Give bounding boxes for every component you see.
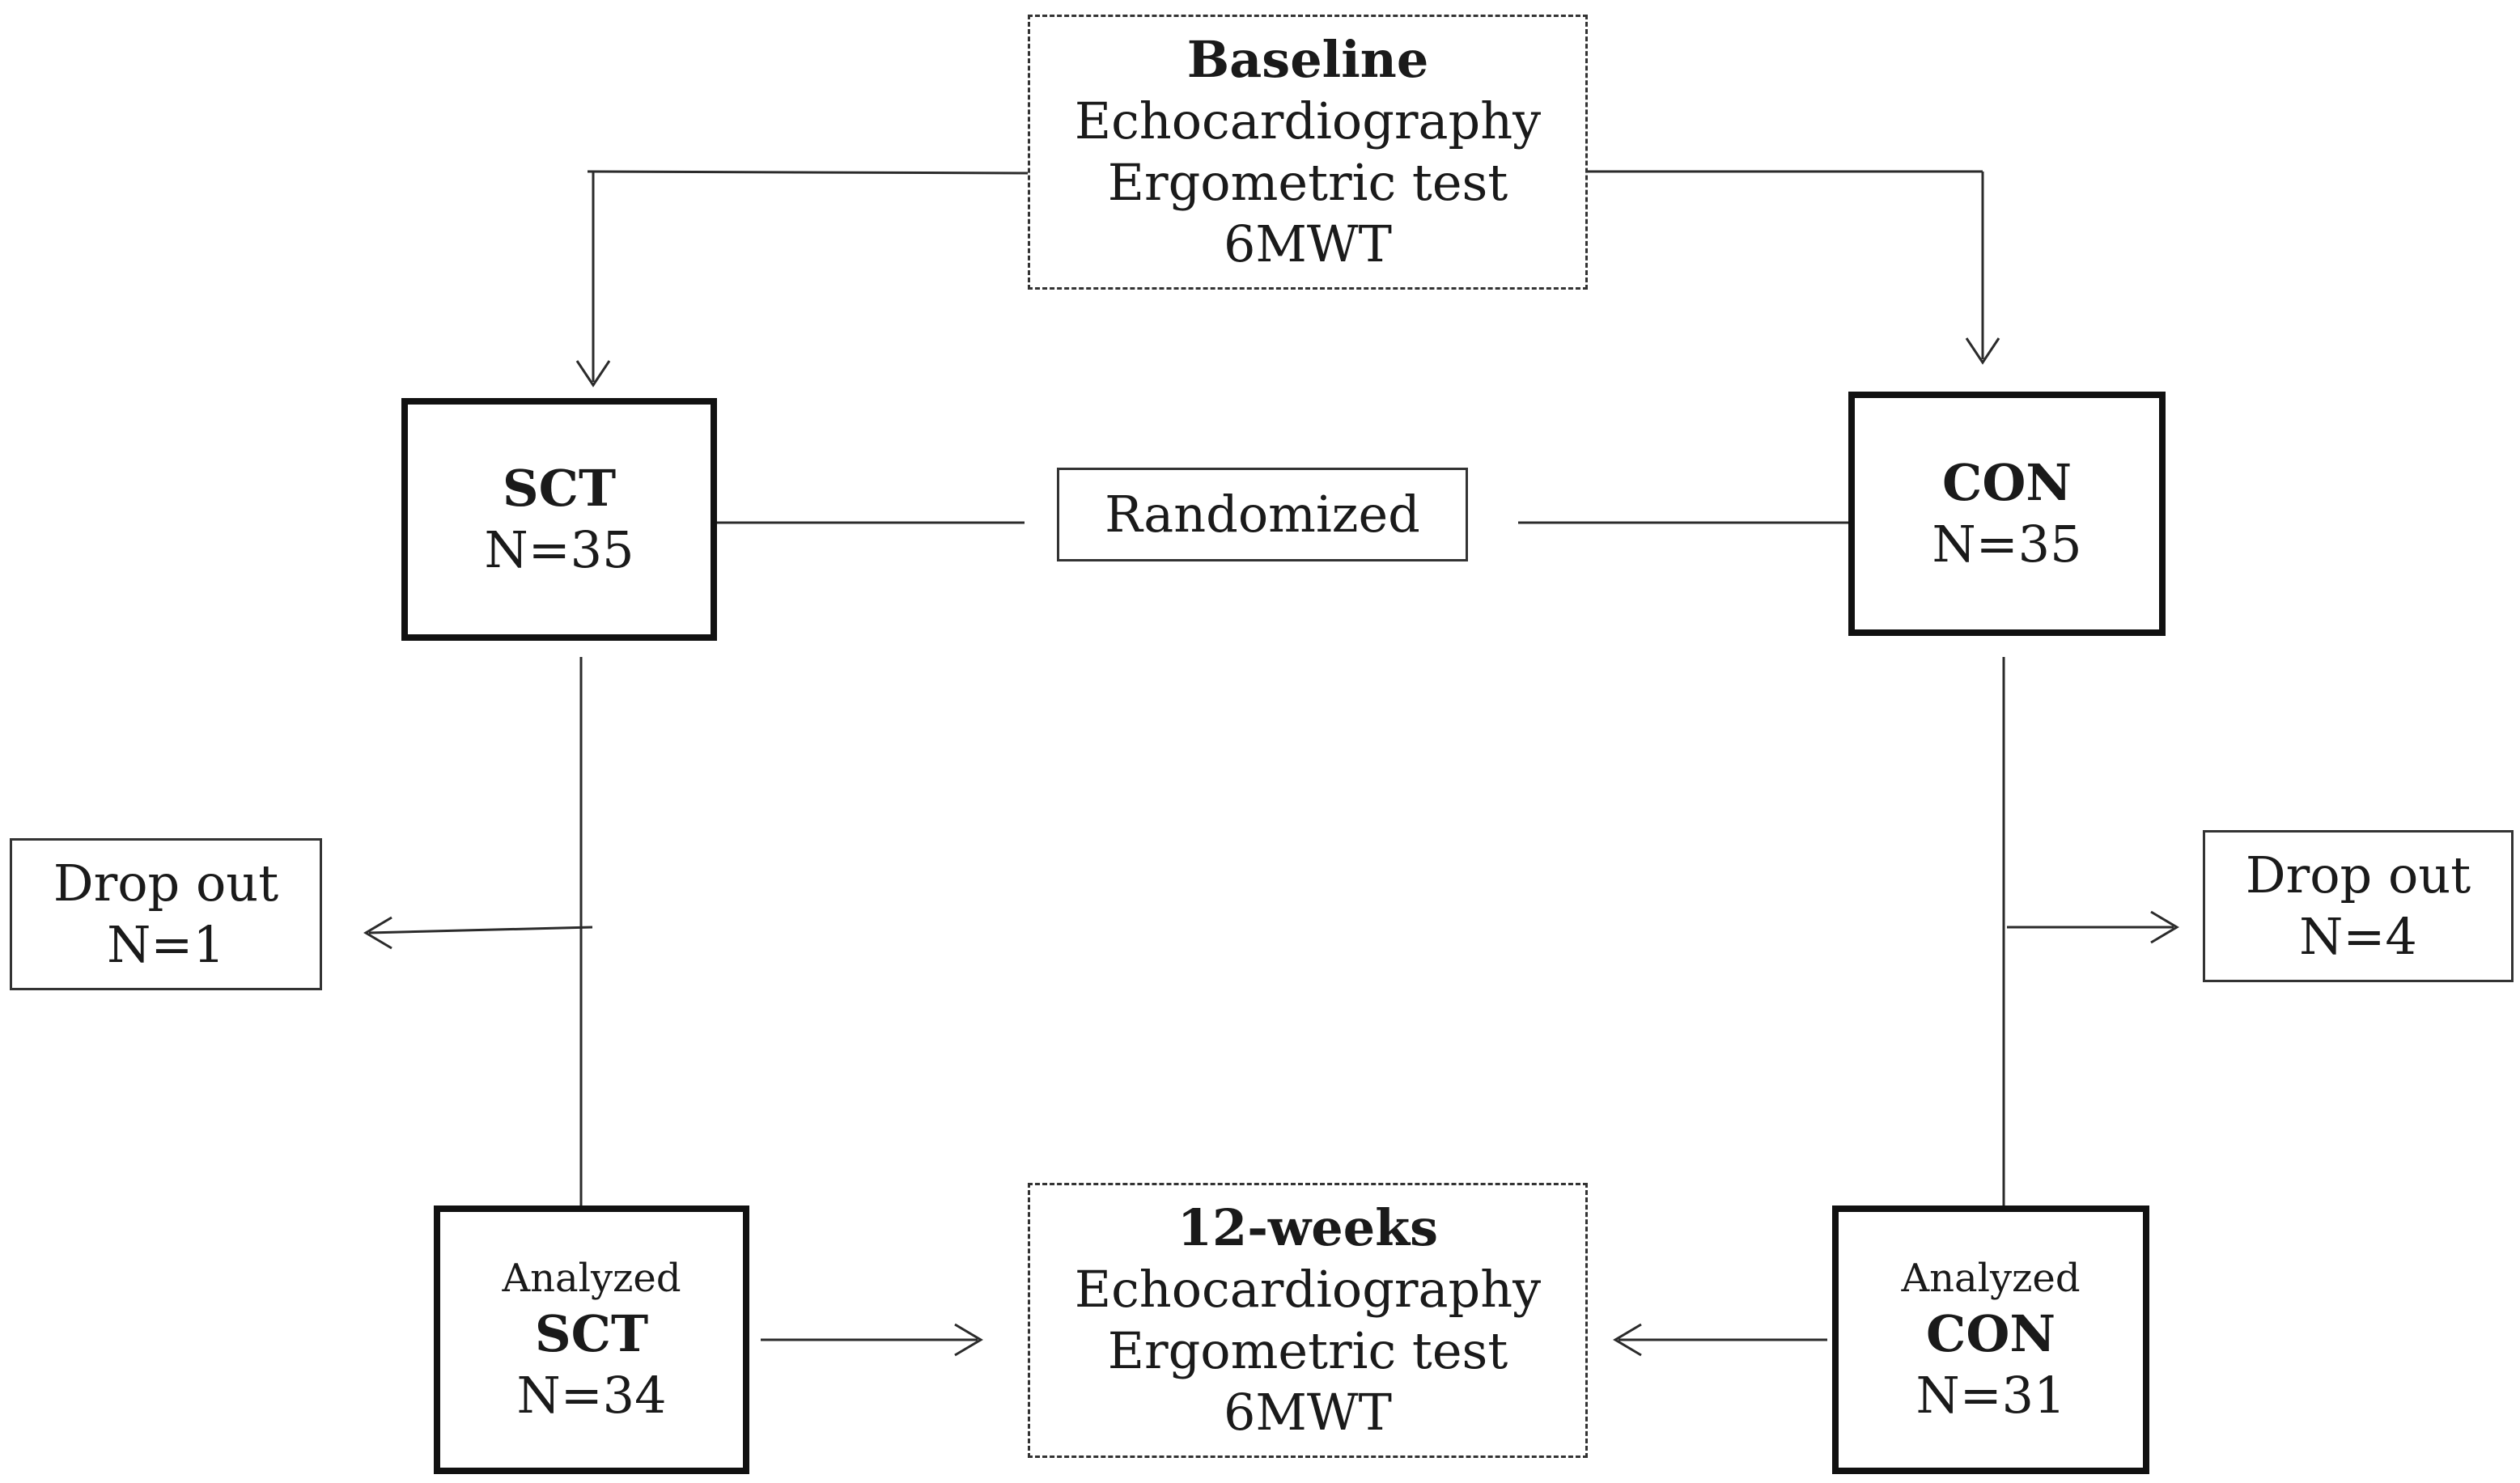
randomized-label: Randomized bbox=[1105, 485, 1420, 544]
arrowhead-into-sct bbox=[575, 360, 611, 388]
baseline-measure-6mwt: 6MWT bbox=[1223, 214, 1392, 273]
analyzed-sct-box: Analyzed SCT N=34 bbox=[434, 1205, 749, 1474]
followup-measure-echo: Echocardiography bbox=[1074, 1260, 1542, 1319]
sct-group-n: N=35 bbox=[484, 520, 634, 579]
baseline-measure-echo: Echocardiography bbox=[1074, 91, 1542, 150]
followup-measure-ergometric: Ergometric test bbox=[1107, 1321, 1508, 1380]
randomized-box: Randomized bbox=[1057, 468, 1468, 561]
analyzed-con-caption: Analyzed bbox=[1901, 1256, 2081, 1301]
arrowhead-into-dropout-con bbox=[2150, 910, 2179, 944]
connector-sct-dropout bbox=[368, 926, 593, 934]
analyzed-sct-n: N=34 bbox=[516, 1366, 667, 1425]
dropout-sct-box: Drop out N=1 bbox=[10, 838, 322, 990]
arrowhead-into-followup-right bbox=[1613, 1323, 1642, 1357]
dropout-sct-n: N=1 bbox=[107, 915, 225, 974]
dropout-con-n: N=4 bbox=[2299, 907, 2417, 966]
analyzed-con-box: Analyzed CON N=31 bbox=[1832, 1205, 2149, 1474]
baseline-title: Baseline bbox=[1186, 30, 1429, 89]
baseline-measure-ergometric: Ergometric test bbox=[1107, 153, 1508, 212]
dropout-con-label: Drop out bbox=[2245, 845, 2471, 905]
arrowhead-into-dropout-sct bbox=[363, 916, 392, 950]
arrowhead-into-followup-left bbox=[954, 1323, 983, 1357]
sct-group-name: SCT bbox=[502, 459, 617, 518]
con-group-box: CON N=35 bbox=[1848, 392, 2166, 636]
baseline-box: Baseline Echocardiography Ergometric tes… bbox=[1028, 15, 1588, 290]
sct-group-box: SCT N=35 bbox=[401, 398, 717, 641]
connector-baseline-to-sct-horizontal bbox=[587, 170, 1029, 175]
analyzed-sct-name: SCT bbox=[534, 1304, 649, 1363]
followup-title: 12-weeks bbox=[1177, 1198, 1439, 1257]
dropout-con-box: Drop out N=4 bbox=[2203, 830, 2514, 982]
arrowhead-into-con bbox=[1965, 337, 2000, 365]
analyzed-con-name: CON bbox=[1925, 1304, 2056, 1363]
followup-measure-6mwt: 6MWT bbox=[1223, 1383, 1392, 1442]
dropout-sct-label: Drop out bbox=[53, 854, 279, 913]
analyzed-sct-caption: Analyzed bbox=[502, 1256, 681, 1301]
analyzed-con-n: N=31 bbox=[1915, 1366, 2066, 1425]
followup-box: 12-weeks Echocardiography Ergometric tes… bbox=[1028, 1183, 1588, 1458]
con-group-name: CON bbox=[1941, 453, 2072, 512]
con-group-n: N=35 bbox=[1932, 515, 2082, 574]
